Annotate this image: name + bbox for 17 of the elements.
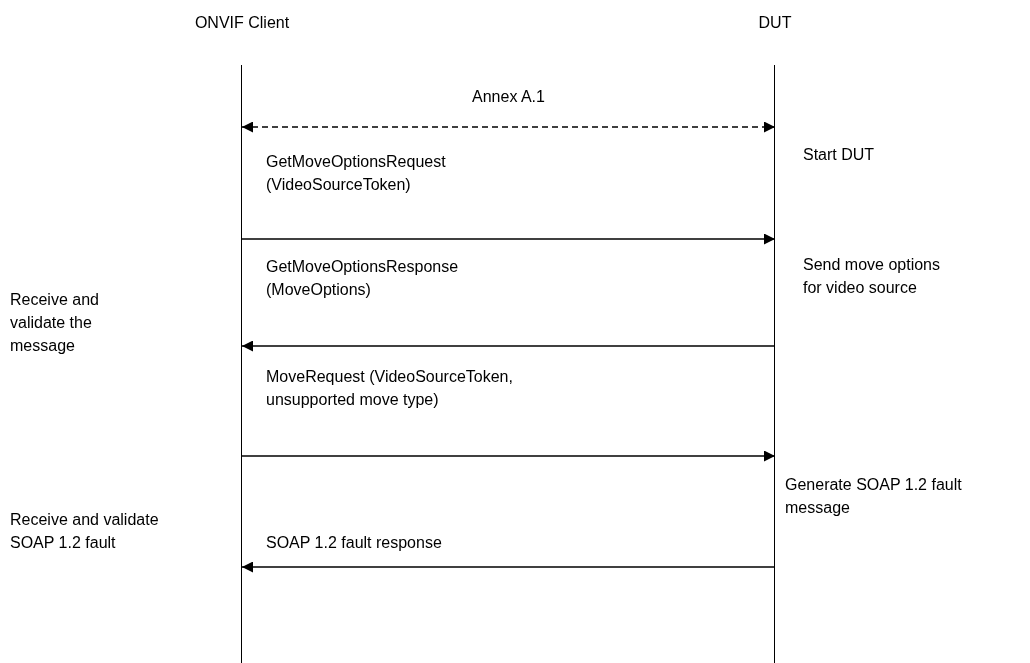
message-arrow [241, 121, 776, 133]
lifeline-heading: DUT [757, 14, 793, 32]
step-note: Start DUT [803, 145, 876, 165]
message-label: GetMoveOptionsRequest (VideoSourceToken) [266, 152, 447, 195]
message-arrow [241, 233, 776, 245]
step-note: Receive and validate SOAP 1.2 fault [10, 510, 160, 553]
message-label: Annex A.1 [471, 87, 546, 107]
message-arrow [241, 340, 776, 352]
message-arrow [241, 561, 776, 573]
step-note: Send move options for video source [803, 255, 941, 298]
step-note: Receive and validate the message [10, 290, 100, 356]
message-label: SOAP 1.2 fault response [266, 533, 443, 553]
message-label: GetMoveOptionsResponse (MoveOptions) [266, 257, 460, 300]
message-label: MoveRequest (VideoSourceToken, unsupported move type) [266, 367, 514, 410]
message-arrow [241, 450, 776, 462]
lifeline-heading: ONVIF Client [193, 14, 291, 32]
step-note: Generate SOAP 1.2 fault message [785, 475, 963, 518]
